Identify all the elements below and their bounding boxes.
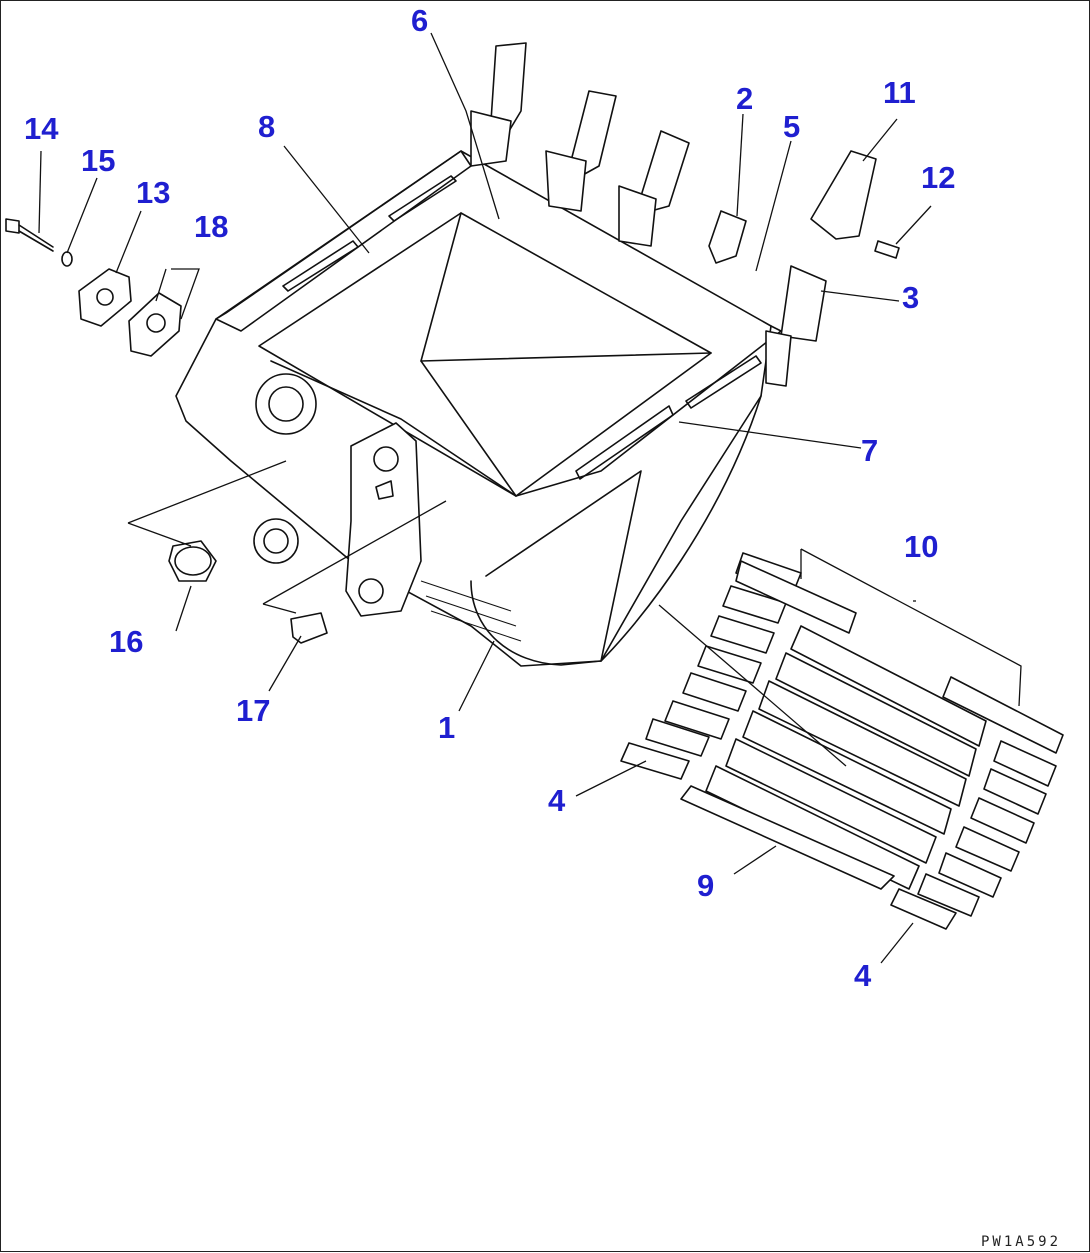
leader-lines — [38, 32, 1022, 964]
callout-5: 5 — [783, 109, 800, 144]
callout-17: 17 — [236, 693, 270, 728]
callout-18: 18 — [194, 209, 228, 244]
callout-11: 11 — [883, 75, 916, 110]
callout-2: 2 — [736, 81, 753, 116]
callout-12: 12 — [921, 160, 955, 195]
callout-6: 6 — [411, 3, 428, 38]
callout-8: 8 — [258, 109, 275, 144]
callout-16: 16 — [109, 624, 143, 659]
callout-9: 9 — [697, 868, 714, 903]
callout-14: 14 — [24, 111, 59, 146]
callout-13: 13 — [136, 175, 170, 210]
callout-7: 7 — [861, 433, 878, 468]
diagram-code: PW1A592 — [981, 1234, 1061, 1250]
bucket-body — [175, 150, 782, 667]
callout-1: 1 — [438, 710, 455, 745]
loose-parts — [5, 218, 900, 644]
bucket-teeth — [470, 42, 877, 387]
callout-4-right: 4 — [854, 958, 872, 993]
callout-4-left: 4 — [548, 783, 566, 818]
callout-15: 15 — [81, 143, 115, 178]
callout-3: 3 — [902, 280, 919, 315]
callout-labels: 1 2 3 4 4 5 6 7 8 9 10 11 12 13 14 15 16… — [24, 3, 955, 993]
callout-10: 10 — [904, 529, 938, 564]
wear-plates — [620, 552, 1064, 930]
